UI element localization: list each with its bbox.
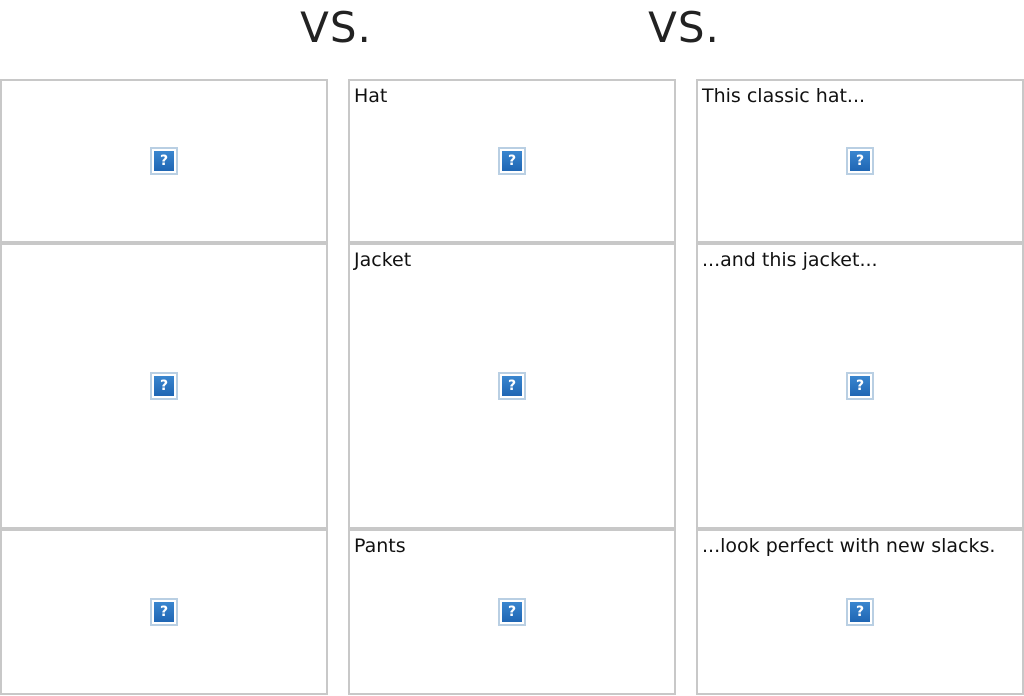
cell-caption: ...and this jacket... <box>702 249 878 271</box>
cell-caption: Pants <box>354 535 406 557</box>
broken-image-icon: ? <box>846 598 874 626</box>
broken-image-icon: ? <box>150 598 178 626</box>
jacket-narrative-cell: ...and this jacket... ? <box>696 243 1024 529</box>
broken-image-icon: ? <box>846 372 874 400</box>
broken-image-icon: ? <box>498 147 526 175</box>
pants-labeled-cell: Pants ? <box>348 529 676 695</box>
hat-image-cell: ? <box>0 79 328 243</box>
pants-narrative-cell: ...look perfect with new slacks. ? <box>696 529 1024 695</box>
broken-image-icon: ? <box>498 372 526 400</box>
cell-caption: ...look perfect with new slacks. <box>702 535 996 557</box>
broken-image-icon: ? <box>150 147 178 175</box>
vs-label-right: VS. <box>648 3 720 52</box>
jacket-labeled-cell: Jacket ? <box>348 243 676 529</box>
cell-caption: Jacket <box>354 249 412 271</box>
broken-image-icon: ? <box>150 372 178 400</box>
hat-labeled-cell: Hat ? <box>348 79 676 243</box>
broken-image-icon: ? <box>846 147 874 175</box>
pants-image-cell: ? <box>0 529 328 695</box>
cell-caption: Hat <box>354 85 388 107</box>
cell-caption: This classic hat... <box>702 85 866 107</box>
vs-label-left: VS. <box>300 3 372 52</box>
broken-image-icon: ? <box>498 598 526 626</box>
jacket-image-cell: ? <box>0 243 328 529</box>
hat-narrative-cell: This classic hat... ? <box>696 79 1024 243</box>
